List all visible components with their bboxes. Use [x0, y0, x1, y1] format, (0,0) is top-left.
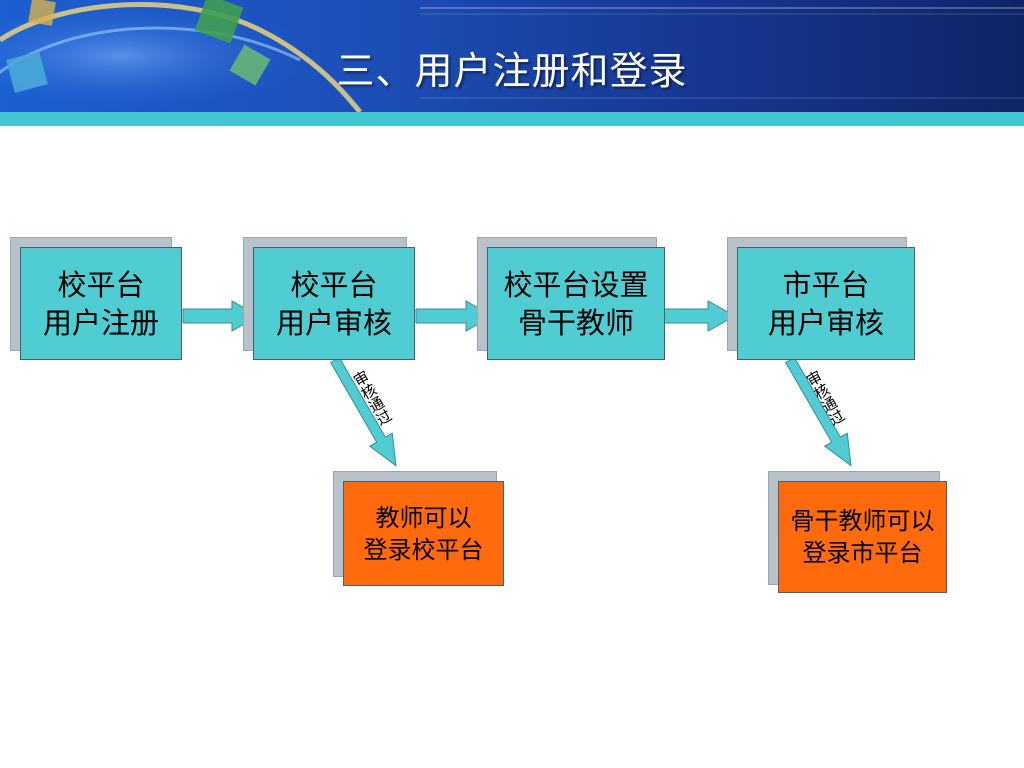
step-school-review: 校平台 用户审核: [253, 247, 415, 360]
banner-decoration: [0, 0, 1024, 112]
step-4-line-2: 用户审核: [767, 305, 884, 340]
flow-arrow-3: [657, 300, 737, 332]
step-1-line-2: 用户注册: [42, 305, 159, 340]
step-1-line-1: 校平台: [57, 267, 145, 302]
title-banner: 三、用户注册和登录: [0, 0, 1024, 112]
result-2-line-2: 登录市平台: [802, 539, 923, 567]
step-2-line-1: 校平台: [290, 267, 378, 302]
step-3-line-2: 骨干教师: [517, 305, 634, 340]
step-school-set-key-teacher: 校平台设置 骨干教师: [487, 247, 665, 360]
step-4-line-1: 市平台: [782, 267, 870, 302]
result-2-line-1: 骨干教师可以: [790, 507, 935, 535]
page-title: 三、用户注册和登录: [336, 49, 688, 93]
result-1-line-1: 教师可以: [375, 503, 472, 532]
step-school-register: 校平台 用户注册: [20, 247, 182, 360]
approval-arrow-1: [329, 356, 397, 467]
result-1-line-2: 登录校平台: [363, 535, 484, 564]
result-teacher-login-school: 教师可以 登录校平台: [343, 481, 504, 586]
result-key-teacher-login-city: 骨干教师可以 登录市平台: [778, 481, 947, 593]
step-city-review: 市平台 用户审核: [737, 247, 915, 360]
approval-arrow-2: [784, 356, 852, 467]
step-2-line-2: 用户审核: [275, 305, 392, 340]
header-accent-band: [0, 112, 1024, 126]
step-3-line-1: 校平台设置: [503, 267, 649, 302]
